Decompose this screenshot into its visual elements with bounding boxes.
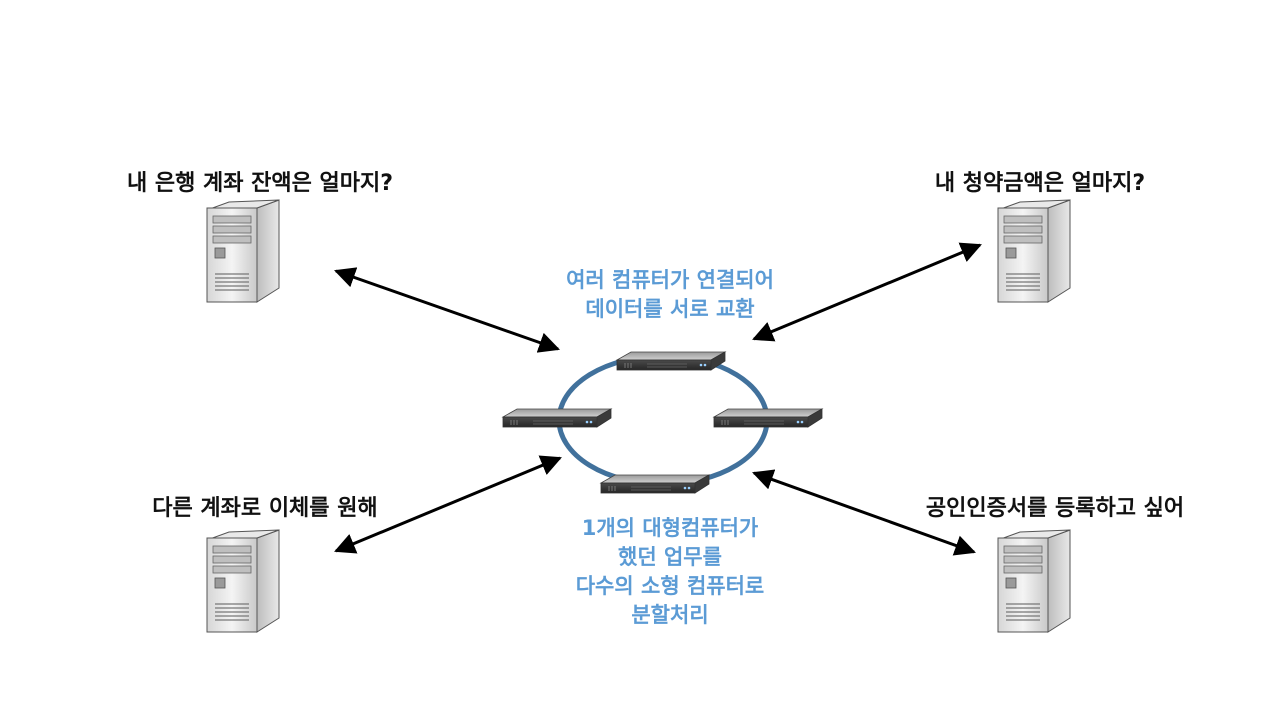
caption-network-line2: 데이터를 서로 교환 — [585, 297, 755, 321]
tower-server-icon — [206, 199, 280, 303]
label-subscription-amount: 내 청약금액은 얼마지? — [934, 171, 1146, 196]
rack-server-icon — [600, 474, 710, 494]
arrow-bottom-right — [752, 469, 976, 556]
rack-server-icon — [713, 408, 823, 428]
caption-network: 여러 컴퓨터가 연결되어 데이터를 서로 교환 — [525, 266, 815, 324]
label-bank-balance: 내 은행 계좌 잔액은 얼마지? — [126, 171, 394, 196]
tower-server-icon — [997, 529, 1071, 633]
caption-network-line1: 여러 컴퓨터가 연결되어 — [566, 268, 774, 292]
label-certificate: 공인인증서를 등록하고 싶어 — [925, 496, 1185, 521]
tower-server-icon — [206, 529, 280, 633]
caption-distributed-line1: 1개의 대형컴퓨터가 — [581, 516, 759, 540]
tower-server-icon — [997, 199, 1071, 303]
rack-server-icon — [502, 408, 612, 428]
arrow-top-left — [334, 267, 560, 353]
caption-distributed-line4: 분할처리 — [631, 603, 709, 627]
caption-distributed: 1개의 대형컴퓨터가 했던 업무를 다수의 소형 컴퓨터로 분할처리 — [520, 514, 820, 630]
caption-distributed-line2: 했던 업무를 — [618, 545, 722, 569]
arrow-bottom-left — [334, 455, 562, 554]
arrow-top-right — [752, 242, 982, 342]
label-transfer: 다른 계좌로 이체를 원해 — [152, 496, 378, 521]
caption-distributed-line3: 다수의 소형 컴퓨터로 — [575, 574, 765, 598]
rack-server-icon — [616, 351, 726, 371]
